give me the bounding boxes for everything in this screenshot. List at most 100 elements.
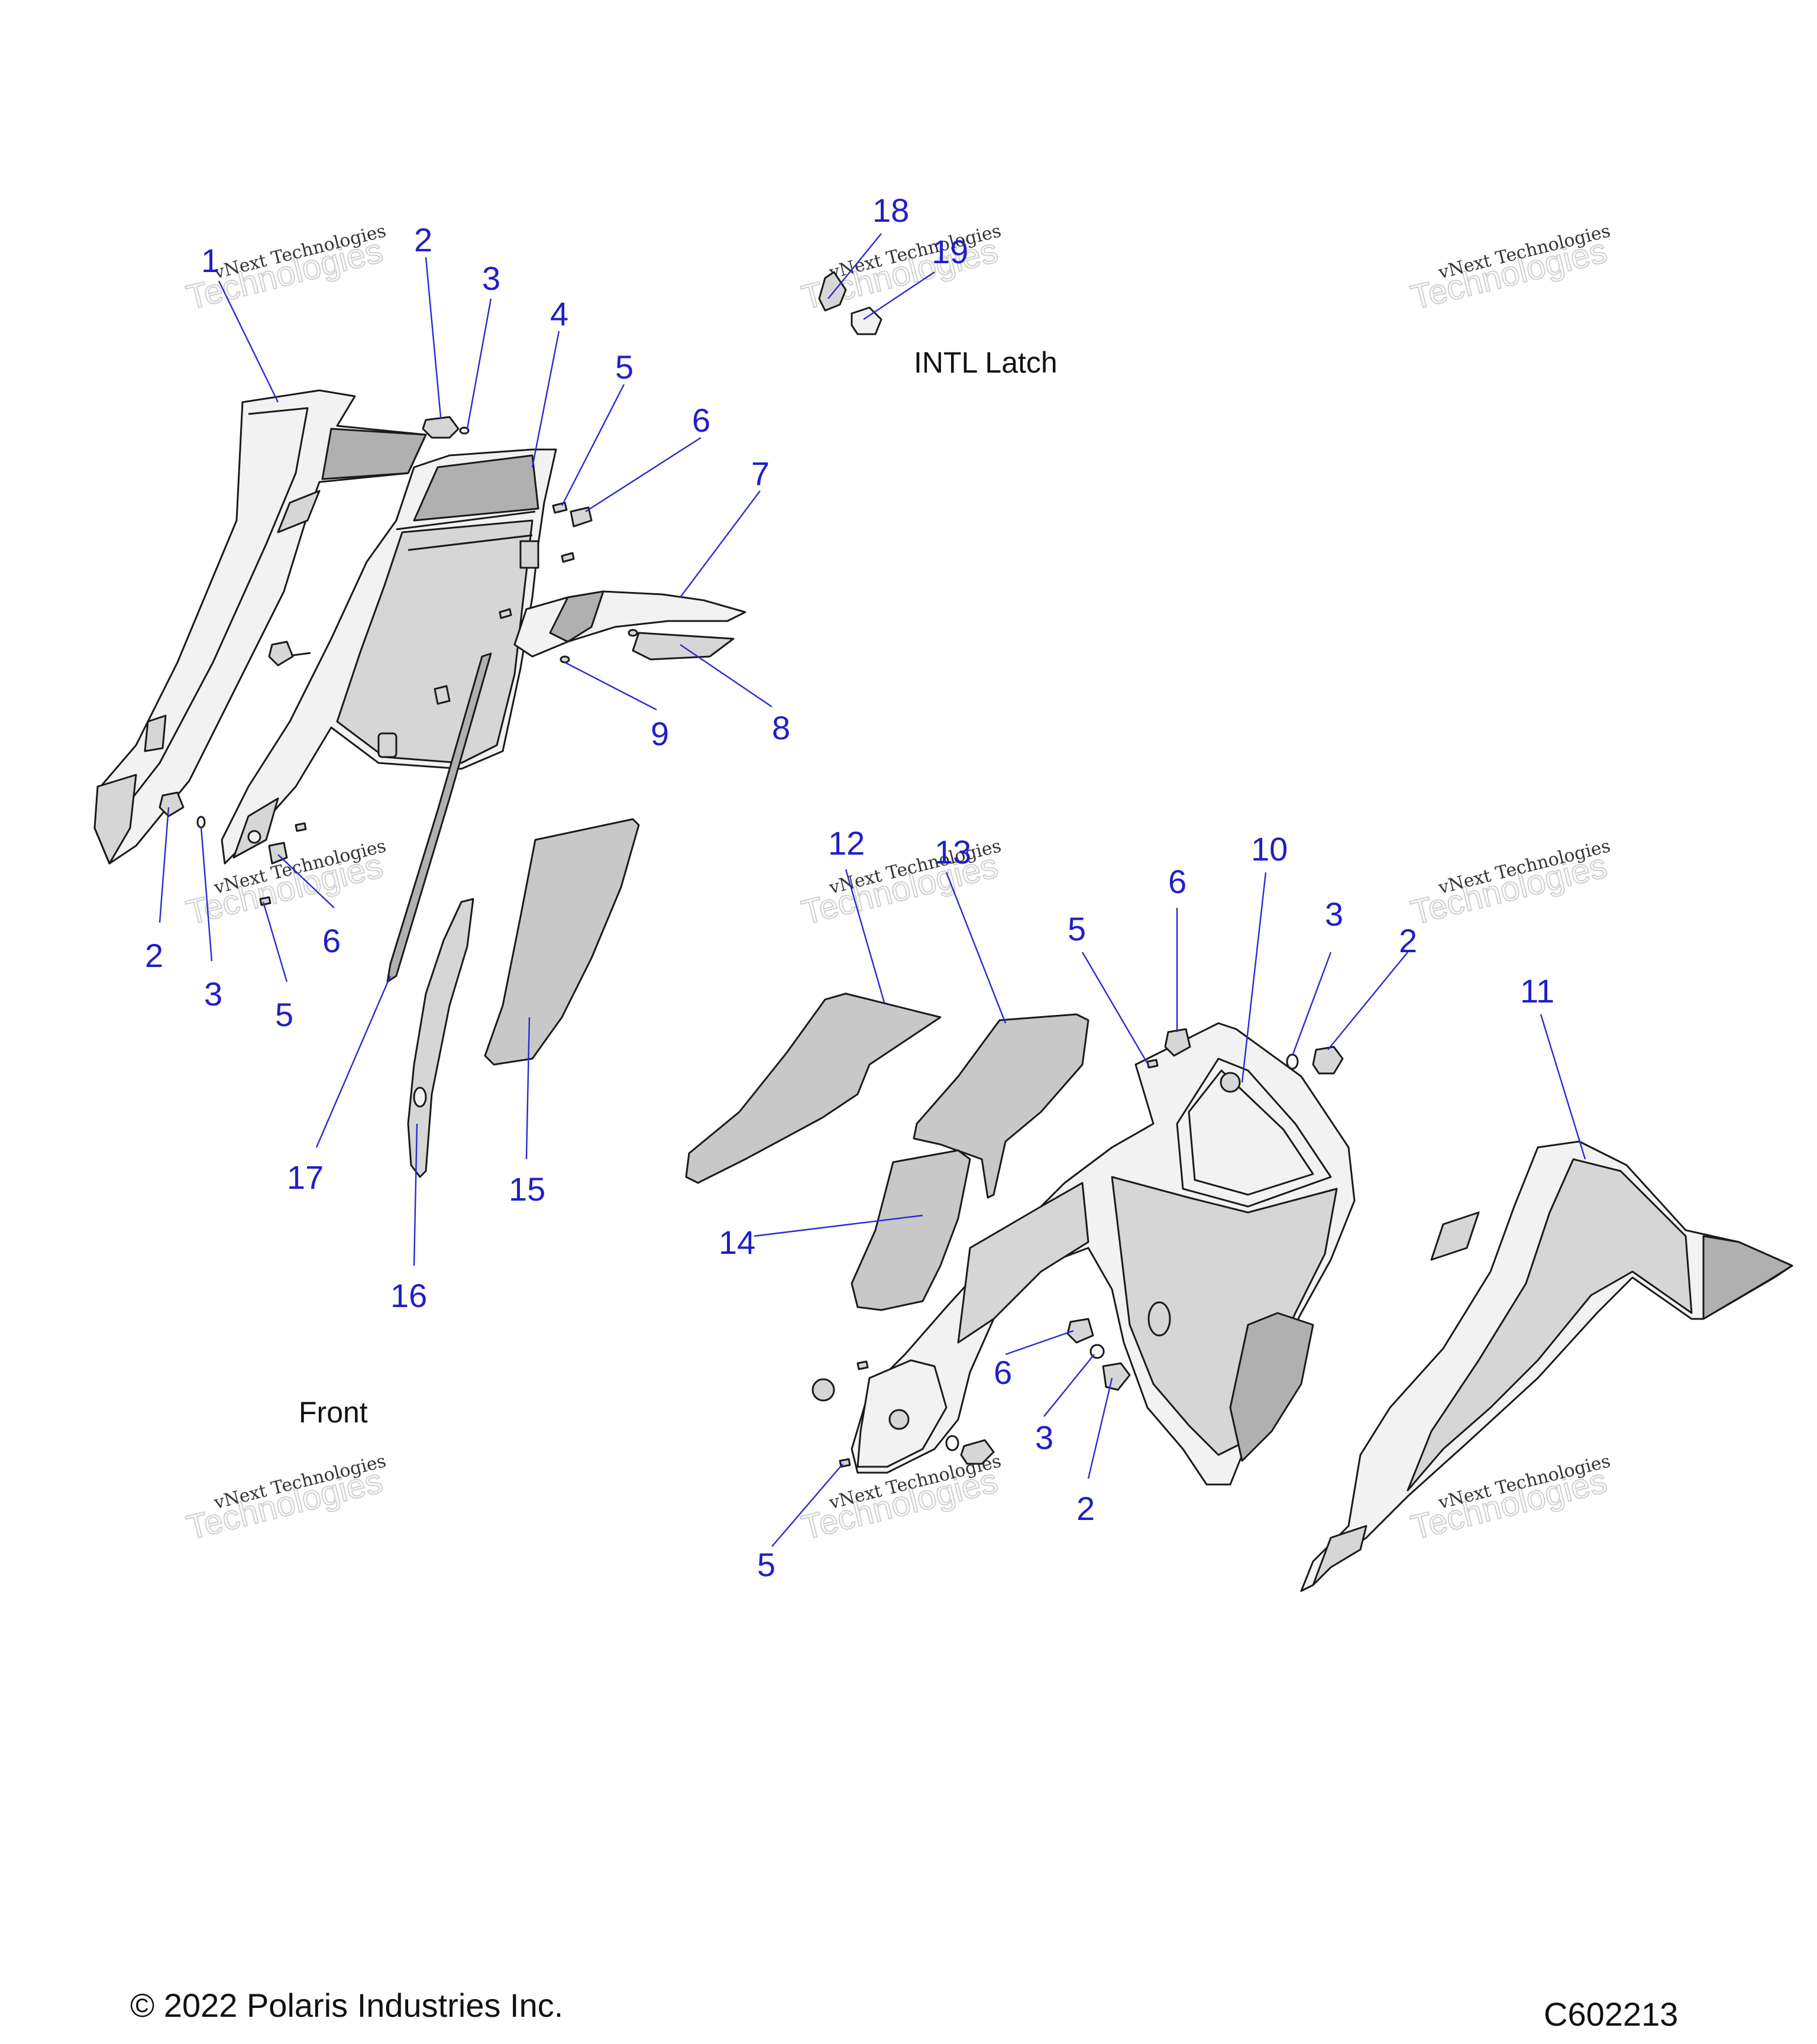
part-12-pad xyxy=(685,992,942,1184)
watermark: Technologies vNext Technologies xyxy=(182,1451,388,1548)
part-11-tail xyxy=(1702,1235,1793,1320)
part-10-window-inner xyxy=(1188,1069,1314,1196)
front-assembly xyxy=(93,389,746,1178)
watermark: Technologies vNext Technologies xyxy=(182,836,388,933)
part-19-catch xyxy=(851,306,882,335)
part-4-hole xyxy=(247,830,261,844)
figure-code: C602213 xyxy=(1544,1996,1678,2033)
part-1-foot xyxy=(93,774,137,865)
callout-1: 1 xyxy=(201,242,219,279)
part-6-nut-rear-mid xyxy=(1066,1318,1094,1344)
callout-2: 2 xyxy=(414,221,432,258)
callout-5: 5 xyxy=(275,996,293,1033)
callout-13: 13 xyxy=(935,833,971,871)
part-3-washer-rear-top xyxy=(1286,1053,1299,1070)
part-1-shade xyxy=(321,428,427,480)
part-10-hole-top xyxy=(1220,1072,1241,1093)
part-4-grommet xyxy=(377,732,397,758)
part-4-panel-shade xyxy=(336,519,534,764)
part-9-clip xyxy=(560,655,570,664)
part-5-screw-rear-top xyxy=(1146,1059,1159,1069)
part-2-fastener-low xyxy=(159,791,185,817)
part-14-pad xyxy=(851,1149,971,1311)
callout-12: 12 xyxy=(828,824,865,862)
callout-4: 4 xyxy=(550,295,568,332)
part-16-pad xyxy=(407,898,474,1178)
part-fastener-center-stem xyxy=(292,652,311,656)
part-11-shade xyxy=(1407,1158,1693,1492)
part-17-strip xyxy=(386,652,492,983)
callout-5: 5 xyxy=(1068,910,1086,947)
part-11-side-panel xyxy=(1300,1140,1793,1592)
callout-16: 16 xyxy=(390,1277,427,1314)
callout-numbers: 1 2 3 4 5 6 7 8 9 2 3 5 6 17 16 15 18 19… xyxy=(145,192,1554,1583)
part-10-hole-low xyxy=(888,1409,910,1430)
part-4-bracket xyxy=(519,540,539,569)
part-1-side-panel xyxy=(93,389,427,865)
callout-6: 6 xyxy=(994,1354,1012,1391)
part-1-inner-edge xyxy=(117,407,309,817)
part-16-hole xyxy=(413,1086,427,1108)
callout-18: 18 xyxy=(872,192,909,229)
part-4-foot xyxy=(232,797,279,859)
part-2-fastener-rear-low xyxy=(960,1439,995,1465)
callout-11: 11 xyxy=(1520,972,1554,1010)
intl-latch xyxy=(818,271,882,335)
part-4-rail xyxy=(396,510,536,531)
callout-10: 10 xyxy=(1251,830,1288,868)
part-10-side-shade xyxy=(957,1182,1089,1344)
part-6-nut-top xyxy=(570,506,593,528)
callout-2: 2 xyxy=(1399,922,1417,959)
part-clip xyxy=(434,685,451,705)
part-5-screw-mid2 xyxy=(499,608,512,619)
part-4-top-shade xyxy=(413,454,539,522)
part-2-fastener-top xyxy=(422,416,460,439)
copyright-text: © 2022 Polaris Industries Inc. xyxy=(130,1987,563,2024)
part-6-nut-rear-top xyxy=(1164,1028,1191,1057)
part-10-panel-dark xyxy=(1229,1312,1314,1462)
rear-assembly xyxy=(685,992,1793,1592)
part-10-hole-mid xyxy=(1147,1301,1171,1337)
part-2-fastener-rear-top xyxy=(1312,1046,1344,1075)
callout-14: 14 xyxy=(719,1224,755,1261)
part-1-slot xyxy=(277,490,321,533)
part-3-washer-rear-mid xyxy=(1089,1344,1105,1359)
callout-6: 6 xyxy=(322,922,341,959)
intl-latch-caption: INTL Latch xyxy=(914,346,1058,379)
callout-2: 2 xyxy=(1076,1490,1095,1527)
part-5-screw-mid xyxy=(561,552,575,563)
front-caption: Front xyxy=(299,1396,368,1429)
part-10-window xyxy=(1176,1057,1332,1208)
callout-5: 5 xyxy=(615,348,633,386)
part-5-screw-rear-low2 xyxy=(856,1360,869,1370)
part-9-clip-2 xyxy=(628,629,638,637)
callout-6: 6 xyxy=(1168,863,1186,900)
part-5-screw-low2 xyxy=(259,896,271,906)
part-10-panel-shade xyxy=(1111,1176,1338,1456)
callout-15: 15 xyxy=(509,1170,545,1208)
part-13-pad xyxy=(913,1013,1089,1199)
part-2-fastener-rear-mid xyxy=(1102,1362,1131,1391)
watermark-group: Technologies vNext Technologies Technolo… xyxy=(182,221,1612,1548)
callout-8: 8 xyxy=(772,709,790,746)
callout-2: 2 xyxy=(145,937,163,974)
callout-3: 3 xyxy=(204,975,222,1013)
callout-3: 3 xyxy=(482,260,500,297)
part-15-pad xyxy=(484,818,640,1066)
part-3-washer-low xyxy=(196,816,206,829)
callout-3: 3 xyxy=(1325,895,1343,933)
callout-6: 6 xyxy=(692,402,710,439)
part-3-washer-top xyxy=(459,426,470,435)
part-7-trim-shade xyxy=(549,590,604,643)
callout-19: 19 xyxy=(932,233,968,270)
callout-3: 3 xyxy=(1035,1419,1053,1456)
watermark: Technologies vNext Technologies xyxy=(1407,221,1612,318)
part-11-foot xyxy=(1312,1525,1367,1586)
part-1-tab xyxy=(144,714,167,752)
part-5-screw-low xyxy=(295,822,307,832)
part-11-slot xyxy=(1430,1211,1480,1261)
part-fastener-center xyxy=(268,641,294,667)
watermark: Technologies vNext Technologies xyxy=(1407,836,1612,933)
part-4-rail-2 xyxy=(408,534,533,551)
